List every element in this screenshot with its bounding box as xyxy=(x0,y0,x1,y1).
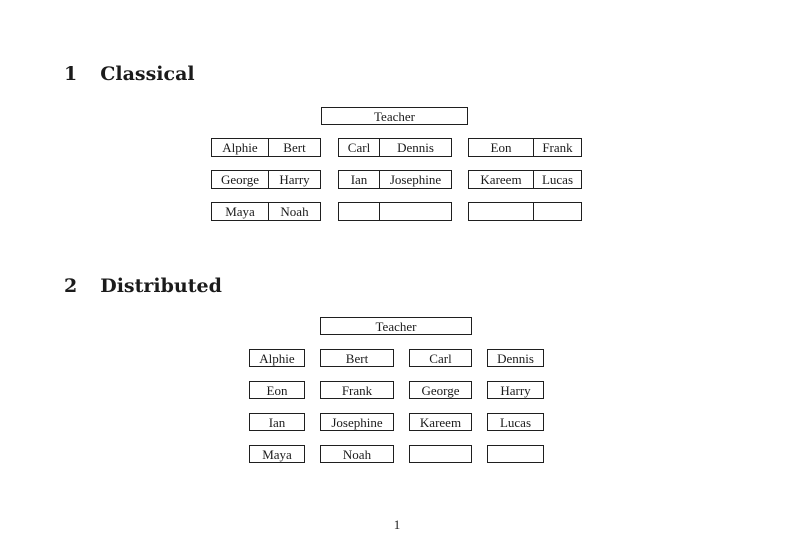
teacher-label: Teacher xyxy=(374,108,415,124)
desk: Carl Dennis xyxy=(338,138,452,157)
seat-cell: Frank xyxy=(542,140,573,155)
seat-cell: Bert xyxy=(283,140,306,155)
seat-cell: Noah xyxy=(280,204,309,219)
seat-box: Frank xyxy=(320,381,394,399)
seat-cell: Harry xyxy=(279,172,310,187)
desk xyxy=(468,202,582,221)
section-title: Distributed xyxy=(100,275,222,297)
seat-box: Carl xyxy=(409,349,472,367)
seat-cell: Ian xyxy=(339,171,380,188)
seat-box: Bert xyxy=(320,349,394,367)
seat-box: Noah xyxy=(320,445,394,463)
seat-cell: Kareem xyxy=(469,171,534,188)
section-heading-classical: 1 Classical xyxy=(64,64,195,85)
desk: Alphie Bert xyxy=(211,138,321,157)
desk: Maya Noah xyxy=(211,202,321,221)
seat-box: Harry xyxy=(487,381,544,399)
desk: Kareem Lucas xyxy=(468,170,582,189)
desk: George Harry xyxy=(211,170,321,189)
seat-cell: Maya xyxy=(212,203,269,220)
seat-cell xyxy=(380,203,451,220)
seat-cell: Eon xyxy=(469,139,534,156)
seat-cell: Dennis xyxy=(397,140,434,155)
seat-box: Eon xyxy=(249,381,305,399)
seat-box: Ian xyxy=(249,413,305,431)
section-title: Classical xyxy=(100,63,195,85)
seat-box: Josephine xyxy=(320,413,394,431)
section-number: 1 xyxy=(64,63,78,85)
seat-cell: George xyxy=(212,171,269,188)
teacher-box: Teacher xyxy=(321,107,468,125)
section-heading-distributed: 2 Distributed xyxy=(64,276,222,297)
teacher-label: Teacher xyxy=(375,318,417,334)
page-number: 1 xyxy=(393,517,401,532)
seat-box: George xyxy=(409,381,472,399)
seat-box: Maya xyxy=(249,445,305,463)
teacher-box: Teacher xyxy=(320,317,472,335)
seat-box: Kareem xyxy=(409,413,472,431)
desk xyxy=(338,202,452,221)
seat-cell xyxy=(339,203,380,220)
seat-cell: Carl xyxy=(339,139,380,156)
section-number: 2 xyxy=(64,275,78,297)
seat-cell: Alphie xyxy=(212,139,269,156)
seat-cell xyxy=(469,203,534,220)
seat-cell: Lucas xyxy=(541,172,574,187)
seat-box xyxy=(409,445,472,463)
desk: Eon Frank xyxy=(468,138,582,157)
seat-box: Lucas xyxy=(487,413,544,431)
seat-cell xyxy=(534,203,581,220)
seat-box xyxy=(487,445,544,463)
desk: Ian Josephine xyxy=(338,170,452,189)
seat-cell: Josephine xyxy=(389,172,442,187)
seat-box: Alphie xyxy=(249,349,305,367)
seat-box: Dennis xyxy=(487,349,544,367)
